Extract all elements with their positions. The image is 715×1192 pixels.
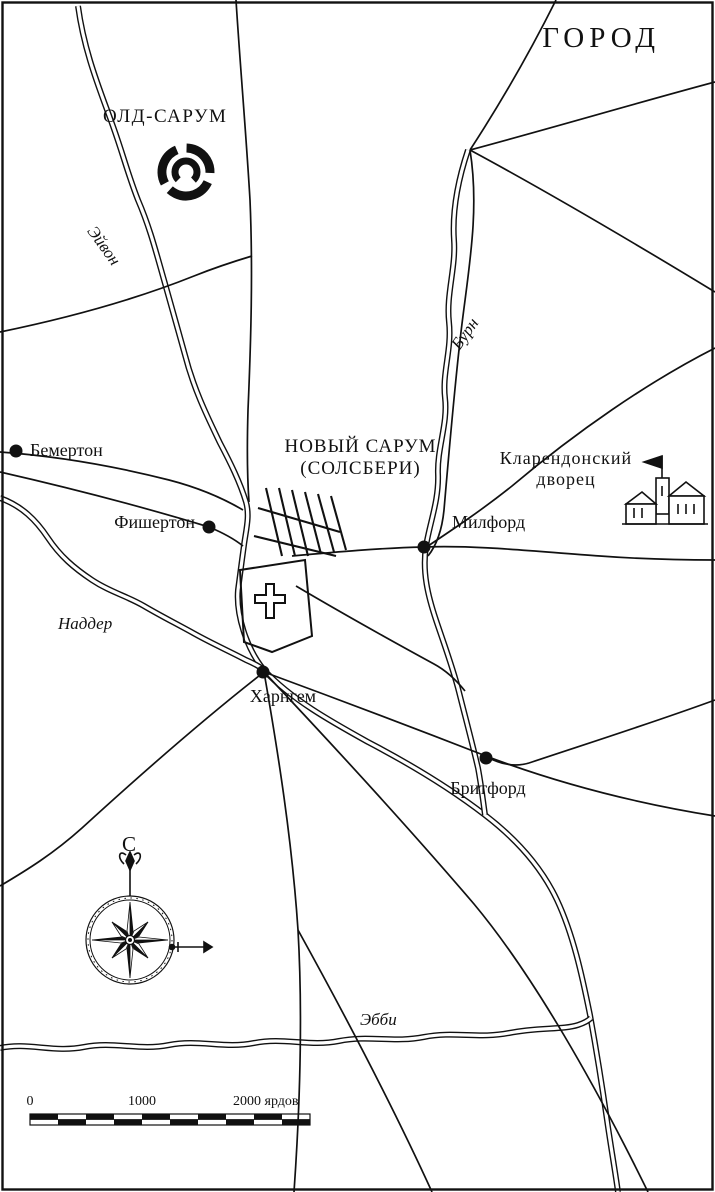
river-avon-lower <box>264 670 618 1192</box>
clarendon-palace-icon <box>622 454 708 525</box>
town-dot-bemerton <box>9 444 23 458</box>
town-label-bemerton: Бемертон <box>30 440 103 460</box>
clarendon-label-line1: Кларендонский <box>499 448 633 468</box>
river-nadder-label: Наддер <box>58 614 113 633</box>
compass-rose <box>85 850 214 985</box>
road-east-upper <box>469 149 715 293</box>
compass-star <box>91 901 169 979</box>
town-label-milford: Милфорд <box>452 512 526 532</box>
road-south-branch <box>297 929 433 1192</box>
road-city-southeast <box>295 585 466 692</box>
map-title: ГОРОД <box>542 22 660 54</box>
river-ebble-label: Эбби <box>360 1010 397 1029</box>
road-northwest <box>0 255 253 333</box>
old-sarum-ruins-icon <box>157 143 215 201</box>
old-sarum-label: ОЛД-САРУМ <box>103 106 228 127</box>
new-sarum-label-line1: НОВЫЙ САРУМ <box>284 436 437 457</box>
road-northeast <box>469 81 715 151</box>
road-top-diagonal <box>469 0 557 151</box>
compass-north-label: С <box>122 832 137 856</box>
cathedral-close <box>238 558 314 654</box>
scale-bar <box>29 1113 311 1126</box>
river-ebble <box>0 1018 591 1049</box>
road-east-to-milford <box>427 347 715 547</box>
clarendon-label-line2: дворец <box>536 468 596 489</box>
compass-east-arrow <box>168 940 214 954</box>
town-dot-harnham <box>256 665 270 679</box>
town-dot-britford <box>479 751 493 765</box>
town-label-harnham: Харнгем <box>249 686 317 706</box>
new-sarum-label-line2: (СОЛСБЕРИ) <box>300 457 421 479</box>
new-sarum-label: НОВЫЙ САРУМ (СОЛСБЕРИ) <box>268 436 453 480</box>
road-southeast <box>263 671 649 1192</box>
town-dot-milford <box>417 540 431 554</box>
road-north <box>235 0 253 503</box>
city-street-grid <box>253 487 348 558</box>
town-dot-fisherton <box>202 520 216 534</box>
scale-tick-0: 0 <box>26 1094 34 1109</box>
road-east-lower <box>486 699 715 766</box>
town-label-britford: Бритфорд <box>450 778 526 798</box>
clarendon-palace-label: Кларендонский дворец <box>492 448 640 489</box>
road-bourne-valley <box>427 149 475 557</box>
cathedral-cross-icon <box>254 583 286 619</box>
road-bemerton <box>0 451 244 511</box>
road-southwest <box>0 671 265 887</box>
road-milford-east <box>291 545 715 561</box>
road-fisherton <box>0 471 244 547</box>
town-label-fisherton: Фишертон <box>114 512 195 532</box>
scale-tick-2000: 2000 ярдов <box>233 1094 299 1109</box>
scale-tick-1000: 1000 <box>128 1094 156 1109</box>
compass-north-finial <box>118 850 142 896</box>
river-bourne <box>425 150 485 815</box>
